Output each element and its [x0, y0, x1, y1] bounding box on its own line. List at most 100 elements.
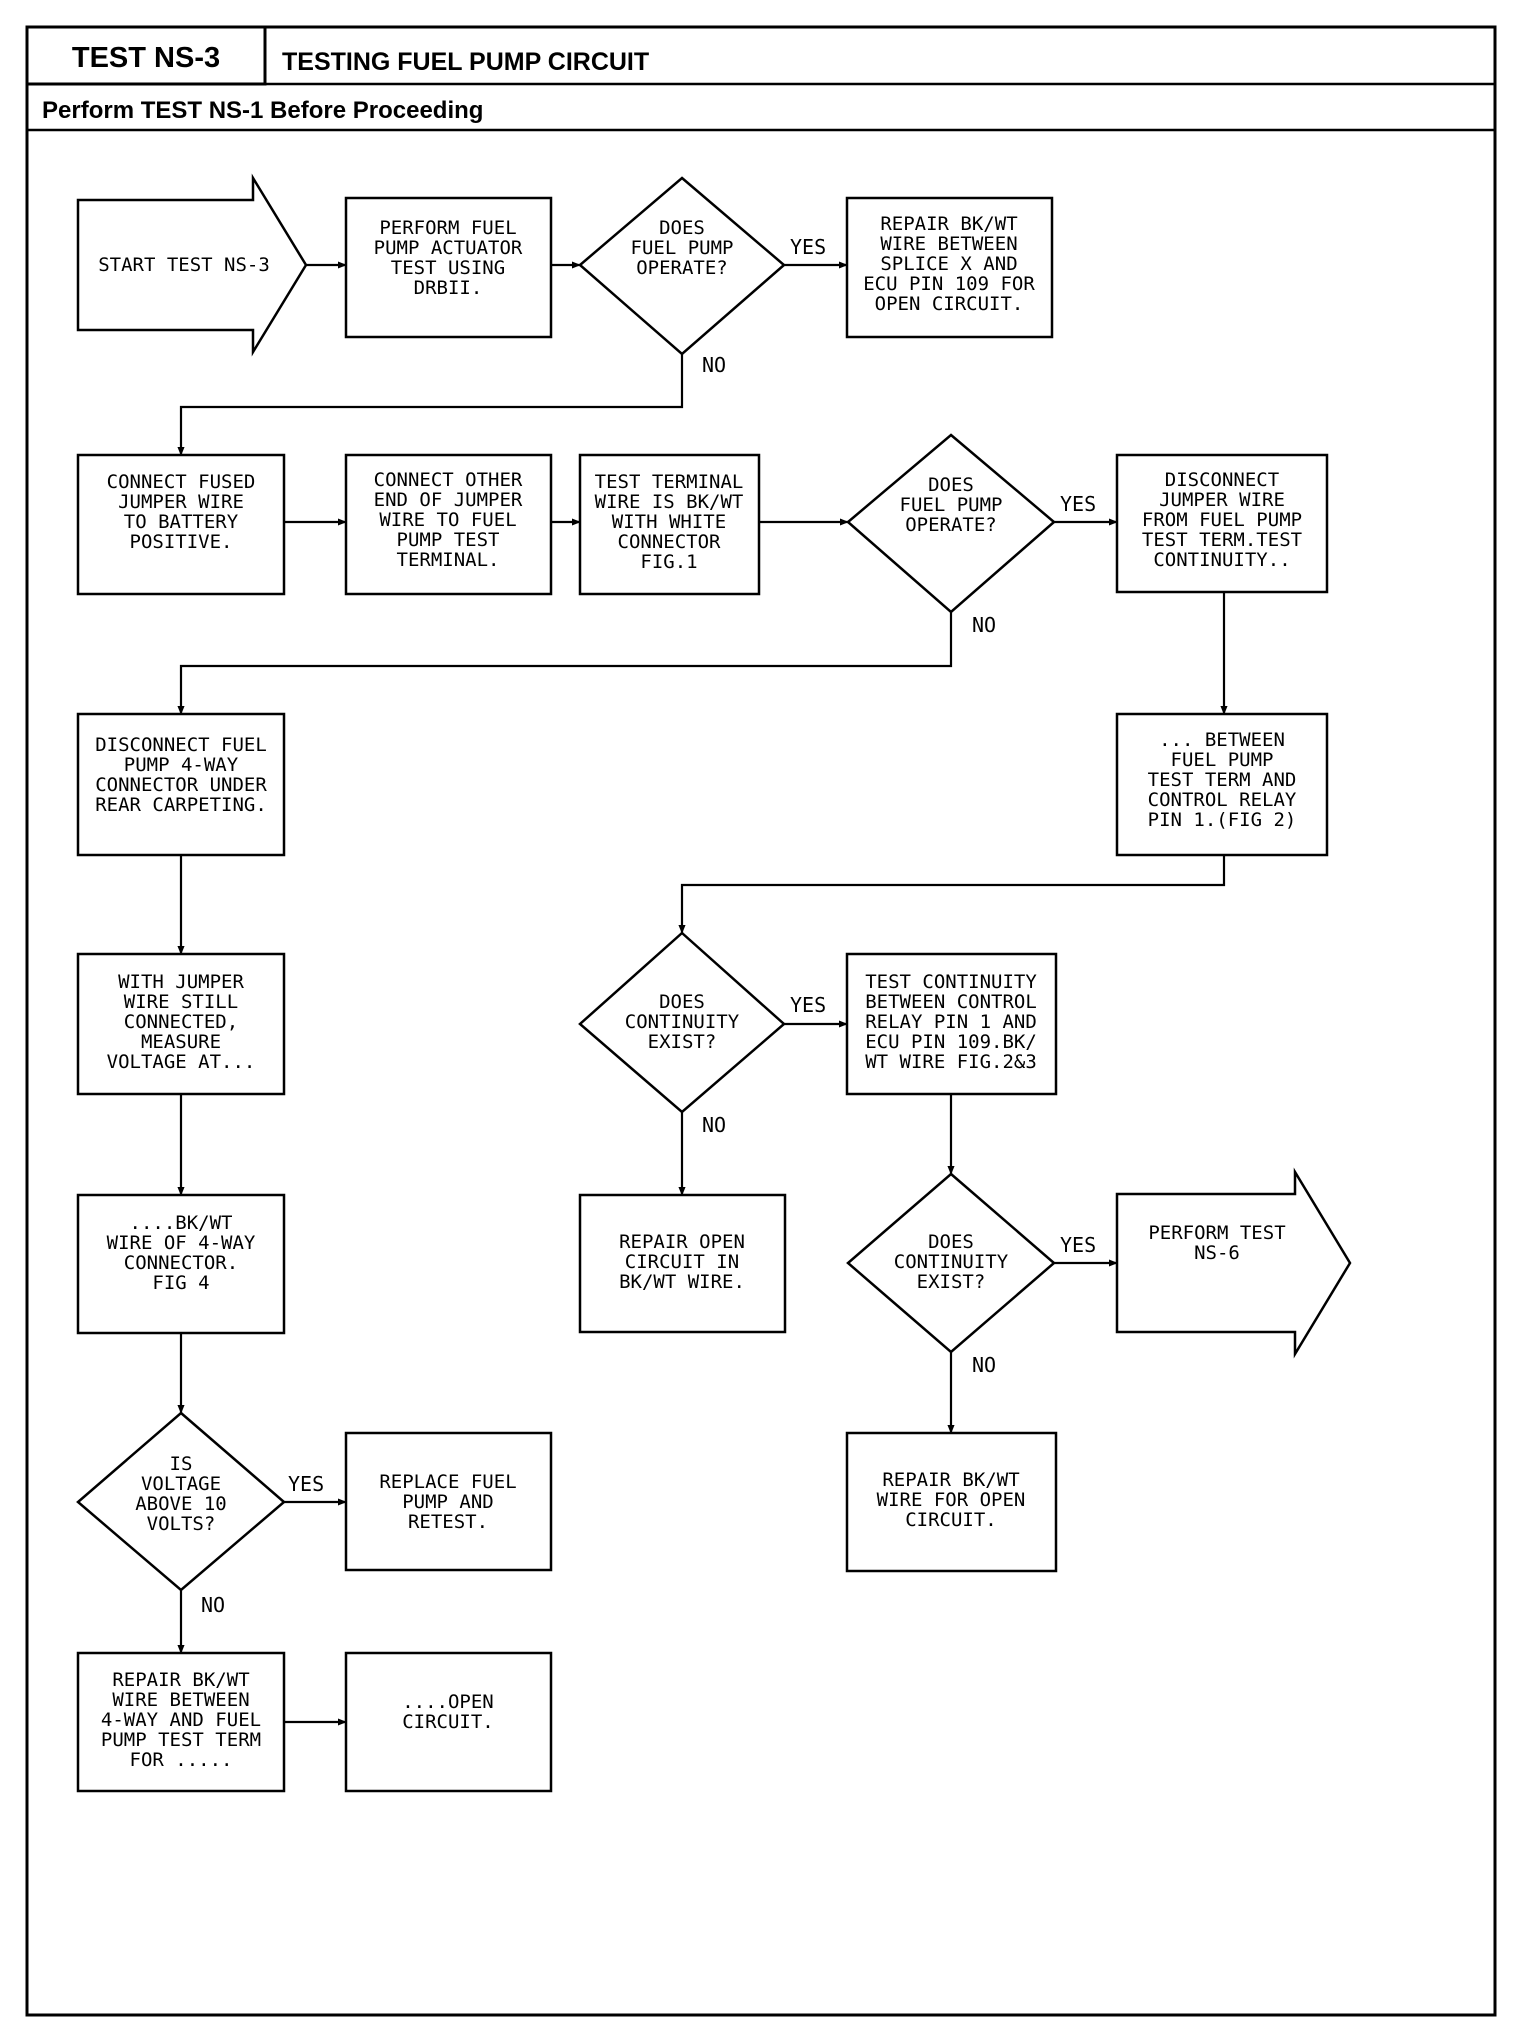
test-continuity-box: [845, 952, 1058, 1096]
actuator-label-line: PERFORM FUEL: [379, 217, 516, 239]
test-continuity-label-line: ECU PIN 109.BK/: [865, 1031, 1037, 1053]
connect-other-box: [344, 453, 553, 596]
actuator-label-line: PUMP ACTUATOR: [374, 237, 523, 259]
test-terminal-box: [578, 453, 761, 596]
repair-4way-label-line: FOR .....: [130, 1749, 233, 1771]
connect-fused-label-line: POSITIVE.: [130, 531, 233, 553]
decision-d5: [76, 1411, 286, 1592]
repair-open-label-line: REPAIR OPEN: [619, 1231, 745, 1253]
connect-fused-label-line: TO BATTERY: [124, 511, 239, 533]
with-jumper-label-line: MEASURE: [141, 1031, 221, 1053]
repair-open-label-line: BK/WT WIRE.: [619, 1271, 745, 1293]
label-d2-yes: YES: [1060, 492, 1096, 516]
between-label-line: CONTROL RELAY: [1148, 789, 1297, 811]
repair-wire-bkwt-label-line: REPAIR BK/WT: [882, 1469, 1019, 1491]
between-label-line: ... BETWEEN: [1159, 729, 1285, 751]
d5-label-line: IS: [170, 1453, 193, 1475]
d1-label-line: OPERATE?: [636, 257, 728, 279]
header-title: TESTING FUEL PUMP CIRCUIT: [282, 48, 649, 76]
disconnect-jumper-box: [1115, 453, 1329, 594]
perform-ns6-arrow: [1115, 1167, 1352, 1359]
edge-labels: YES NO YES NO YES NO YES NO YES NO: [201, 235, 1096, 1617]
label-d3-yes: YES: [790, 993, 826, 1017]
d1-label-line: DOES: [659, 217, 705, 239]
d4-label-line: EXIST?: [917, 1271, 986, 1293]
test-terminal-label-line: TEST TERMINAL: [595, 471, 744, 493]
perform-ns6-label-line: NS-6: [1194, 1242, 1240, 1264]
page-border: [25, 25, 1497, 2017]
disconnect-jumper-label-line: TEST TERM.TEST: [1142, 529, 1302, 551]
connect-fused-label-line: CONNECT FUSED: [107, 471, 256, 493]
disconnect-fuel-label-line: DISCONNECT FUEL: [95, 734, 267, 756]
connect-fused-label-line: JUMPER WIRE: [118, 491, 244, 513]
edges: [177, 261, 1228, 1726]
disconnect-fuel-label-line: CONNECTOR UNDER: [95, 774, 267, 796]
d2-label-line: OPERATE?: [905, 514, 997, 536]
disconnect-jumper-label-line: JUMPER WIRE: [1159, 489, 1285, 511]
bkwt-4way-label-line: WIRE OF 4-WAY: [107, 1232, 256, 1254]
edge-d2-no: [177, 612, 953, 715]
bkwt-4way-label-line: ....BK/WT: [130, 1212, 233, 1234]
with-jumper-label-line: VOLTAGE AT...: [107, 1051, 256, 1073]
with-jumper-box: [76, 952, 286, 1096]
replace-pump-label-line: RETEST.: [408, 1511, 488, 1533]
label-d3-no: NO: [702, 1113, 726, 1137]
d2-label-line: DOES: [928, 474, 974, 496]
test-id: TEST NS-3: [72, 42, 220, 74]
with-jumper-label-line: WIRE STILL: [124, 991, 238, 1013]
test-terminal-label-line: WITH WHITE: [612, 511, 726, 533]
repair-splice-label-line: SPLICE X AND: [880, 253, 1017, 275]
repair-open-label-line: CIRCUIT IN: [625, 1251, 739, 1273]
repair-wire-bkwt-label-line: CIRCUIT.: [905, 1509, 997, 1531]
with-jumper-label-line: CONNECTED,: [124, 1011, 238, 1033]
replace-pump-box: [344, 1431, 553, 1572]
start-label: START TEST NS-3: [98, 254, 270, 276]
test-continuity-label-line: RELAY PIN 1 AND: [865, 1011, 1037, 1033]
disconnect-fuel-label-line: PUMP 4-WAY: [124, 754, 239, 776]
label-d5-yes: YES: [288, 1472, 324, 1496]
d4-label-line: DOES: [928, 1231, 974, 1253]
header-subtitle: Perform TEST NS-1 Before Proceeding: [42, 97, 483, 124]
replace-pump-label-line: REPLACE FUEL: [379, 1471, 516, 1493]
d4-label-line: CONTINUITY: [894, 1251, 1009, 1273]
disconnect-fuel-label-line: REAR CARPETING.: [95, 794, 267, 816]
repair-4way-label-line: WIRE BETWEEN: [112, 1689, 249, 1711]
bkwt-4way-label-line: FIG 4: [152, 1272, 209, 1294]
between-label-line: PIN 1.(FIG 2): [1148, 809, 1297, 831]
d5-label-line: ABOVE 10: [135, 1493, 227, 1515]
edge-between-to-d3: [678, 855, 1226, 934]
open-circuit-label-line: ....OPEN: [402, 1691, 494, 1713]
decision-d1: [578, 176, 786, 356]
label-d5-no: NO: [201, 1593, 225, 1617]
repair-wire-bkwt-box: [845, 1431, 1058, 1573]
bkwt-4way-label-line: CONNECTOR.: [124, 1252, 238, 1274]
disconnect-fuel-box: [76, 712, 286, 857]
repair-4way-label-line: PUMP TEST TERM: [101, 1729, 261, 1751]
start-arrow: [76, 173, 308, 357]
open-circuit-box: [344, 1651, 553, 1793]
actuator-label-line: TEST USING: [391, 257, 505, 279]
between-box: [1115, 712, 1329, 857]
decision-d4: [846, 1172, 1056, 1354]
label-d1-no: NO: [702, 353, 726, 377]
test-continuity-label-line: TEST CONTINUITY: [865, 971, 1037, 993]
disconnect-jumper-label-line: DISCONNECT: [1165, 469, 1279, 491]
d3-label-line: EXIST?: [648, 1031, 717, 1053]
repair-wire-bkwt-label-line: WIRE FOR OPEN: [877, 1489, 1026, 1511]
